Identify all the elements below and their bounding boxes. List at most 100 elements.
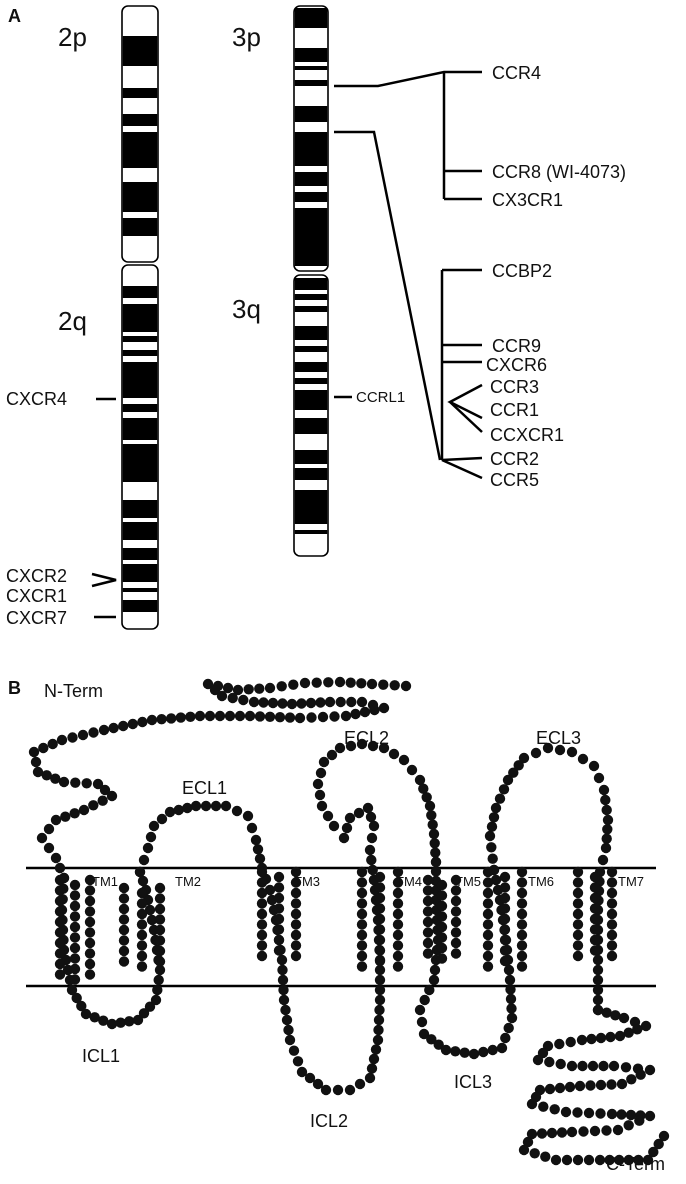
residue-dot xyxy=(256,950,268,962)
residue-dot xyxy=(516,929,528,941)
residue-dot xyxy=(374,974,386,986)
residue-dot xyxy=(606,919,618,930)
residue-dot xyxy=(440,1044,452,1056)
residue-dot xyxy=(341,822,353,834)
residue-dot xyxy=(346,696,357,708)
chromosome-band xyxy=(122,114,158,126)
residue-dot xyxy=(138,1008,150,1019)
chromosome-band xyxy=(122,36,158,66)
residue-dot xyxy=(549,1104,560,1115)
residue-dot xyxy=(290,887,302,899)
residue-dot xyxy=(356,919,368,930)
residue-dot xyxy=(222,682,234,694)
chromosome-band xyxy=(122,418,158,440)
residue-dot xyxy=(71,992,82,1004)
residue-dot xyxy=(612,1124,624,1136)
residue-dot xyxy=(572,1154,584,1166)
residue-dot xyxy=(554,1082,566,1094)
residue-dot xyxy=(204,710,216,722)
gene-cxcr1: CXCR1 xyxy=(6,586,67,606)
residue-dot xyxy=(92,778,104,790)
residue-dot xyxy=(28,746,40,758)
residue-dot xyxy=(69,921,81,933)
residue-dot xyxy=(136,887,148,899)
residue-dot xyxy=(84,874,96,886)
residue-dot xyxy=(273,913,285,925)
residue-dot xyxy=(566,1060,578,1072)
chromosome-band xyxy=(122,218,158,236)
chromosome-band xyxy=(294,80,328,86)
residue-dot xyxy=(566,746,578,758)
residue-dot xyxy=(366,854,377,866)
residue-dot xyxy=(283,1024,294,1036)
residue-dot xyxy=(50,852,62,864)
residue-dot xyxy=(499,871,511,883)
residue-dot xyxy=(648,1146,659,1158)
residue-dot xyxy=(69,974,81,985)
residue-dot xyxy=(610,1010,621,1021)
chromosome-2-bands xyxy=(122,36,158,612)
residue-dot xyxy=(153,974,164,986)
residue-dot xyxy=(370,1044,382,1055)
residue-dot xyxy=(209,684,221,696)
residue-dot xyxy=(238,694,249,706)
residue-dot xyxy=(276,681,287,692)
residue-dot xyxy=(278,984,289,996)
residue-dot xyxy=(356,908,368,920)
residue-dot xyxy=(422,906,434,917)
residue-dot xyxy=(623,1120,634,1131)
residue-dot xyxy=(67,732,78,743)
residue-dot xyxy=(315,767,327,779)
residue-dot xyxy=(530,747,542,759)
residue-dot xyxy=(634,1115,645,1126)
residue-dot xyxy=(430,856,442,868)
residue-dot xyxy=(136,898,148,909)
residue-dot xyxy=(56,734,68,746)
residue-dot xyxy=(572,950,584,962)
residue-dot xyxy=(416,1016,428,1028)
residue-dot xyxy=(311,677,322,688)
residue-dot xyxy=(583,1107,595,1119)
residue-dot xyxy=(190,800,202,812)
chromosome-band xyxy=(294,378,328,384)
residue-dot xyxy=(60,811,71,822)
residue-dot xyxy=(506,1003,517,1014)
residue-dot xyxy=(505,984,516,995)
residue-dot xyxy=(600,794,611,806)
gene-ccbp2: CCBP2 xyxy=(492,261,552,281)
residue-dot xyxy=(592,994,604,1006)
residue-dot xyxy=(588,760,600,772)
residue-dot xyxy=(324,696,336,708)
chromosome-band xyxy=(122,336,158,342)
residue-dot xyxy=(482,929,494,941)
residue-dot xyxy=(601,1125,612,1136)
residue-dot xyxy=(421,792,432,803)
residue-dot xyxy=(589,882,601,893)
residue-dot xyxy=(152,984,163,996)
residue-dot xyxy=(589,934,601,946)
residue-dot xyxy=(304,1072,316,1084)
residue-dot xyxy=(606,929,618,941)
residue-dot xyxy=(136,919,148,930)
residue-dot xyxy=(267,697,279,709)
residue-dot xyxy=(388,748,400,760)
residue-dot xyxy=(428,828,440,840)
residue-dot xyxy=(273,871,285,883)
residue-dot xyxy=(595,1079,607,1091)
residue-dot xyxy=(602,824,613,835)
residue-dot xyxy=(273,924,285,935)
gene-ccrl1: CCRL1 xyxy=(356,389,405,406)
residue-dot xyxy=(450,874,462,886)
residue-dot xyxy=(450,1046,461,1057)
residue-dot xyxy=(134,866,146,878)
residue-dot xyxy=(436,890,448,901)
residue-dot xyxy=(70,777,81,788)
residue-dot xyxy=(516,940,528,951)
chromosome-band xyxy=(294,172,328,186)
residue-dot xyxy=(529,1148,540,1159)
residue-dot xyxy=(595,1108,606,1119)
ccxcr1-tick xyxy=(449,401,483,433)
chromosome-3p-label: 3p xyxy=(232,22,261,52)
residue-dot xyxy=(256,919,268,930)
residue-dot xyxy=(653,1138,664,1150)
